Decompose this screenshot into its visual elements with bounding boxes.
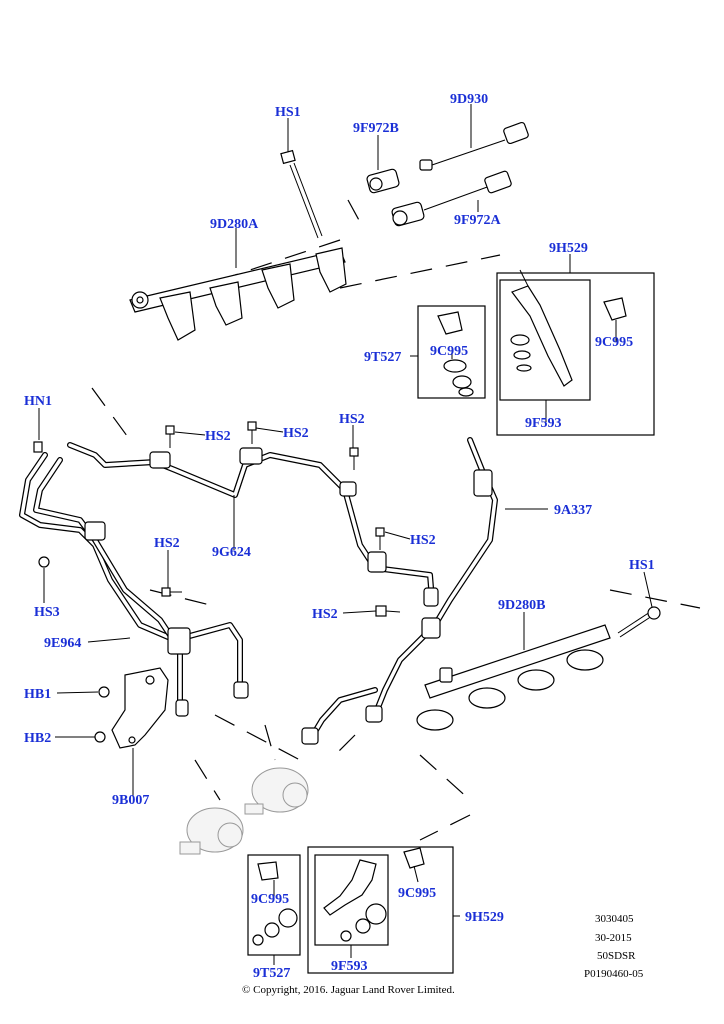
bolt-hn1	[33, 441, 43, 453]
fuel-pipe-9g624	[67, 442, 439, 607]
o-ring-set-top	[510, 334, 532, 372]
injector-port-3	[261, 263, 295, 309]
label-9a337: 9A337	[554, 503, 592, 518]
high-pressure-pump-ghost	[179, 767, 309, 855]
fuel-injector-9f593-bottom	[323, 859, 377, 916]
fuel-rail-9d280a	[129, 247, 347, 341]
label-9f593-top: 9F593	[525, 416, 562, 431]
label-hb1: HB1	[24, 687, 51, 702]
rail-b-port-2	[468, 687, 506, 709]
label-9t527-top: 9T527	[364, 350, 401, 365]
reference-block: 3030405 30-2015 50SDSR P0190460-05	[584, 913, 644, 980]
label-9f972a: 9F972A	[454, 213, 502, 228]
pressure-sensor-9f972a	[391, 170, 512, 227]
fuel-injector-9f593-top	[511, 269, 573, 387]
injector-kit-box-9h529-top	[496, 269, 655, 436]
injector-port-1	[159, 291, 196, 341]
label-hb2: HB2	[24, 731, 51, 746]
label-hs2-b: HS2	[283, 426, 309, 441]
bolt-hb1	[98, 686, 110, 698]
bolt-hs2-f	[375, 605, 401, 617]
ref-line-4: P0190460-05	[584, 968, 644, 980]
label-9c995-d: 9C995	[398, 886, 436, 901]
bolt-hs2-c	[349, 447, 359, 470]
injector-port-2	[209, 281, 243, 326]
bolt-hs2-b	[247, 421, 257, 444]
rail-b-port-4	[566, 649, 604, 671]
fuel-rail-9d280b	[416, 624, 611, 731]
bolt-hs2-e	[161, 587, 182, 597]
fuel-pipe-9a337	[301, 437, 498, 745]
label-hs1-right: HS1	[629, 558, 655, 573]
bracket-9b007	[111, 667, 169, 749]
harness-9d930	[419, 121, 529, 171]
ref-line-3: 50SDSR	[597, 950, 636, 962]
label-9t527-bottom: 9T527	[253, 966, 290, 981]
label-9c995-c: 9C995	[251, 892, 289, 907]
label-9f972b: 9F972B	[353, 121, 399, 136]
label-9g624: 9G624	[212, 545, 251, 560]
injector-port-4	[315, 247, 347, 293]
label-9d280a: 9D280A	[210, 217, 259, 232]
fuel-pipe-9e964	[19, 452, 249, 717]
clip-9c995-top-left	[437, 311, 463, 335]
ref-line-2: 30-2015	[595, 932, 632, 944]
label-9c995-a: 9C995	[430, 344, 468, 359]
label-9e964: 9E964	[44, 636, 81, 651]
bolt-hs1-top	[280, 149, 323, 239]
label-hs2-a: HS2	[205, 429, 231, 444]
part-labels: HS1 9D930 9F972B 9D280A 9F972A 9H529 9T5…	[24, 92, 655, 981]
label-9d930: 9D930	[450, 92, 488, 107]
rail-b-port-1	[416, 709, 454, 731]
bolt-hs1-right	[617, 606, 661, 638]
label-hs2-e: HS2	[154, 536, 180, 551]
label-hn1: HN1	[24, 394, 52, 409]
rail-b-port-3	[517, 669, 555, 691]
label-9h529-bottom: 9H529	[465, 910, 504, 925]
label-hs3: HS3	[34, 605, 60, 620]
seal-kit-box-9t527-top	[417, 305, 486, 399]
label-hs2-f: HS2	[312, 607, 338, 622]
label-9f593-bottom: 9F593	[331, 959, 368, 974]
clip-9c995-top-right	[603, 297, 627, 321]
label-hs2-c: HS2	[339, 412, 365, 427]
bolt-hs3	[38, 556, 50, 568]
clip-9c995-bottom-left	[257, 861, 279, 881]
leader-lines	[38, 104, 653, 965]
injector-kit-box-9h529-bottom	[307, 846, 454, 974]
bolt-hs2-a	[165, 425, 175, 448]
bolt-hb2	[94, 731, 106, 743]
label-9d280b: 9D280B	[498, 598, 545, 613]
label-hs2-d: HS2	[410, 533, 436, 548]
clip-9c995-bottom-right	[403, 847, 425, 869]
label-9h529-top: 9H529	[549, 241, 588, 256]
small-fasteners	[33, 421, 401, 743]
pressure-sensor-9f972b	[366, 168, 400, 194]
label-9c995-b: 9C995	[595, 335, 633, 350]
bolt-hs2-d	[375, 527, 385, 550]
copyright-text: © Copyright, 2016. Jaguar Land Rover Lim…	[242, 984, 455, 996]
label-hs1-top: HS1	[275, 105, 301, 120]
label-9b007: 9B007	[112, 793, 149, 808]
ref-line-1: 3030405	[595, 913, 634, 925]
